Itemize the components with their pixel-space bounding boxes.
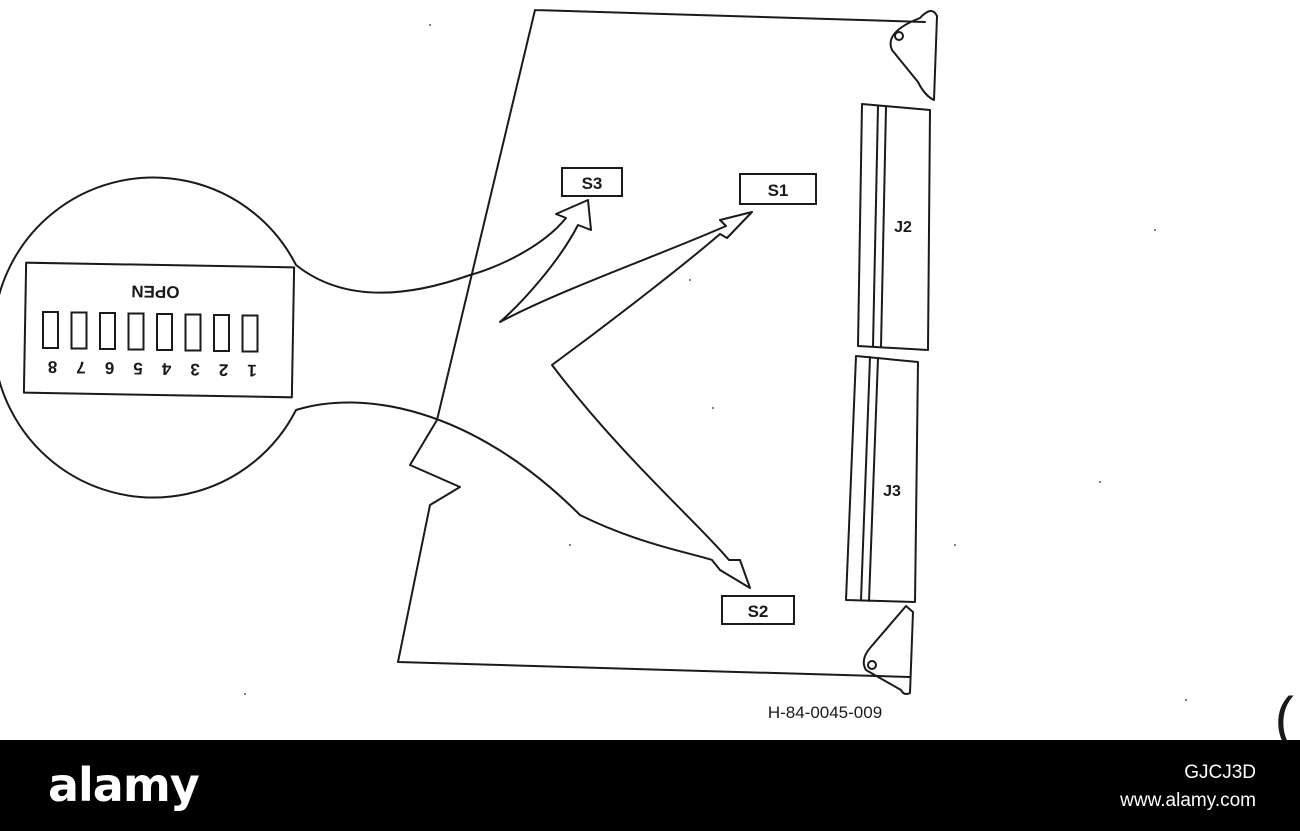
- dip-switch-number: 3: [190, 360, 200, 379]
- s2-label: S2: [748, 602, 769, 621]
- watermark-bar: alamy GJCJ3D www.alamy.com: [0, 740, 1300, 831]
- alamy-logo: alamy: [48, 758, 200, 812]
- s3-label: S3: [582, 174, 603, 193]
- dip-switch-rocker: [241, 314, 259, 353]
- s1-label-box: [739, 173, 817, 205]
- dip-switch-open-label: OPEN: [131, 282, 180, 302]
- dip-switch-rockers: [42, 311, 259, 353]
- image-id: GJCJ3D: [1184, 762, 1256, 783]
- bottom-mounting-bracket: [862, 605, 914, 695]
- dip-switch-rocker: [127, 312, 145, 351]
- s1-label: S1: [768, 181, 789, 200]
- dip-switch-number: 8: [48, 357, 58, 376]
- dip-switch-frame: [22, 261, 296, 399]
- dip-switch-number: 7: [76, 358, 86, 377]
- dip-switch-rocker: [70, 311, 88, 350]
- s3-label-box: [561, 167, 623, 197]
- bottom-bracket-hole: [867, 660, 877, 670]
- dip-switch-number: 6: [105, 358, 115, 377]
- j2-label: J2: [894, 219, 912, 236]
- j3-connector: [845, 355, 919, 603]
- dip-switch-rocker: [213, 314, 230, 352]
- top-mounting-bracket: [889, 10, 938, 101]
- dip-switch-rocker: [99, 312, 116, 350]
- edge-mark: (: [1275, 686, 1294, 740]
- board-outline: [397, 9, 926, 678]
- dip-switch-number: 5: [133, 359, 143, 378]
- top-bracket-hole: [894, 31, 904, 41]
- figure-id: H-84-0045-009: [768, 703, 882, 722]
- dip-switch-number: 1: [247, 361, 257, 380]
- site-url: www.alamy.com: [1120, 790, 1256, 811]
- magnifier-bubble: [0, 176, 753, 589]
- j3-label: J3: [883, 483, 901, 500]
- dip-switch-rocker: [156, 313, 173, 351]
- dip-switch-number: 2: [219, 360, 229, 379]
- s2-label-box: [721, 595, 795, 625]
- dip-switch-rocker: [184, 313, 202, 352]
- dip-switch-number: 4: [161, 359, 171, 378]
- dip-switch-rocker: [42, 311, 59, 349]
- j2-connector: [857, 103, 931, 351]
